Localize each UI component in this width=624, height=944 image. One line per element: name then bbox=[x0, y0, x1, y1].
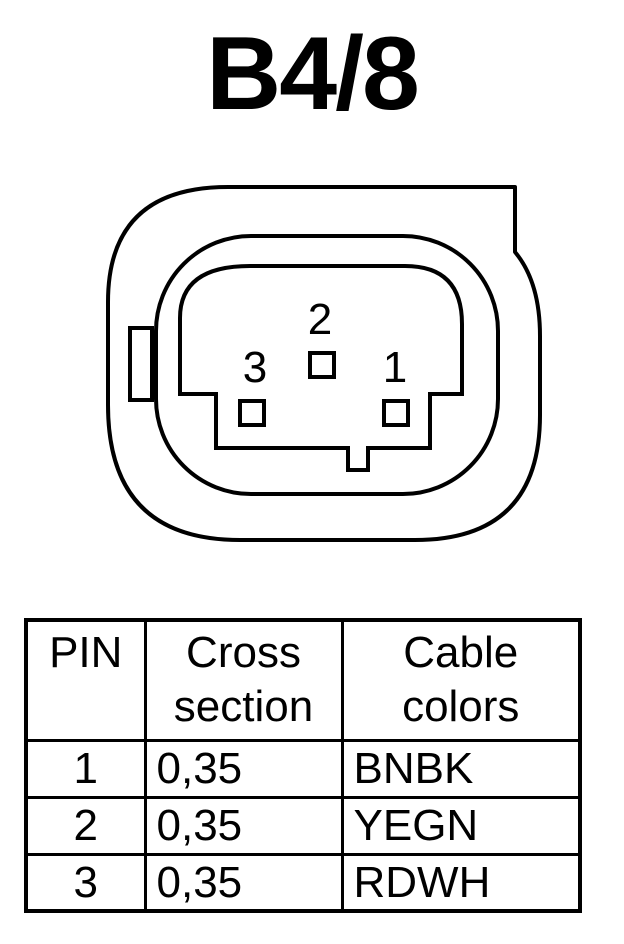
row-cable-color: RDWH bbox=[340, 852, 582, 913]
row-cable-color: BNBK bbox=[340, 739, 582, 800]
connector-side-latch bbox=[128, 326, 154, 402]
row-cable-color: YEGN bbox=[340, 796, 582, 856]
diagram-title: B4/8 bbox=[206, 16, 420, 132]
row-cross-section: 0,35 bbox=[143, 852, 344, 913]
connector-pin-cavity bbox=[178, 264, 464, 472]
header-pin-label: PIN bbox=[49, 628, 123, 677]
row-pin: 2 bbox=[24, 796, 147, 856]
connector-face-diagram: 2 3 1 bbox=[106, 185, 542, 542]
table-row: 3 0,35 RDWH bbox=[24, 852, 582, 913]
header-colors-line2: colors bbox=[402, 681, 520, 731]
row-cross-section: 0,35 bbox=[143, 739, 344, 800]
header-cable-colors: Cable colors bbox=[340, 618, 582, 743]
row-pin: 1 bbox=[24, 739, 147, 800]
connector-outer-housing bbox=[106, 185, 542, 542]
header-cross-line2: section bbox=[173, 681, 314, 731]
header-cross-section: Cross section bbox=[143, 618, 344, 743]
header-cross-line1: Cross bbox=[186, 628, 301, 677]
table-header-row: PIN Cross section Cable colors bbox=[24, 618, 582, 743]
header-pin: PIN bbox=[24, 618, 147, 743]
table-row: 2 0,35 YEGN bbox=[24, 796, 582, 856]
pin-2-contact bbox=[308, 351, 336, 379]
row-cross-section: 0,35 bbox=[143, 796, 344, 856]
row-pin: 3 bbox=[24, 852, 147, 913]
pin-3-label: 3 bbox=[243, 343, 267, 392]
header-colors-line1: Cable bbox=[403, 628, 519, 677]
table-row: 1 0,35 BNBK bbox=[24, 739, 582, 800]
pin-assignment-table: PIN Cross section Cable colors 1 0,35 BN… bbox=[24, 618, 582, 914]
pin-1-contact bbox=[382, 399, 410, 427]
pin-1-label: 1 bbox=[383, 343, 407, 392]
pin-3-contact bbox=[238, 399, 266, 427]
connector-inner-shell bbox=[154, 234, 500, 496]
pin-2-label: 2 bbox=[308, 295, 332, 344]
